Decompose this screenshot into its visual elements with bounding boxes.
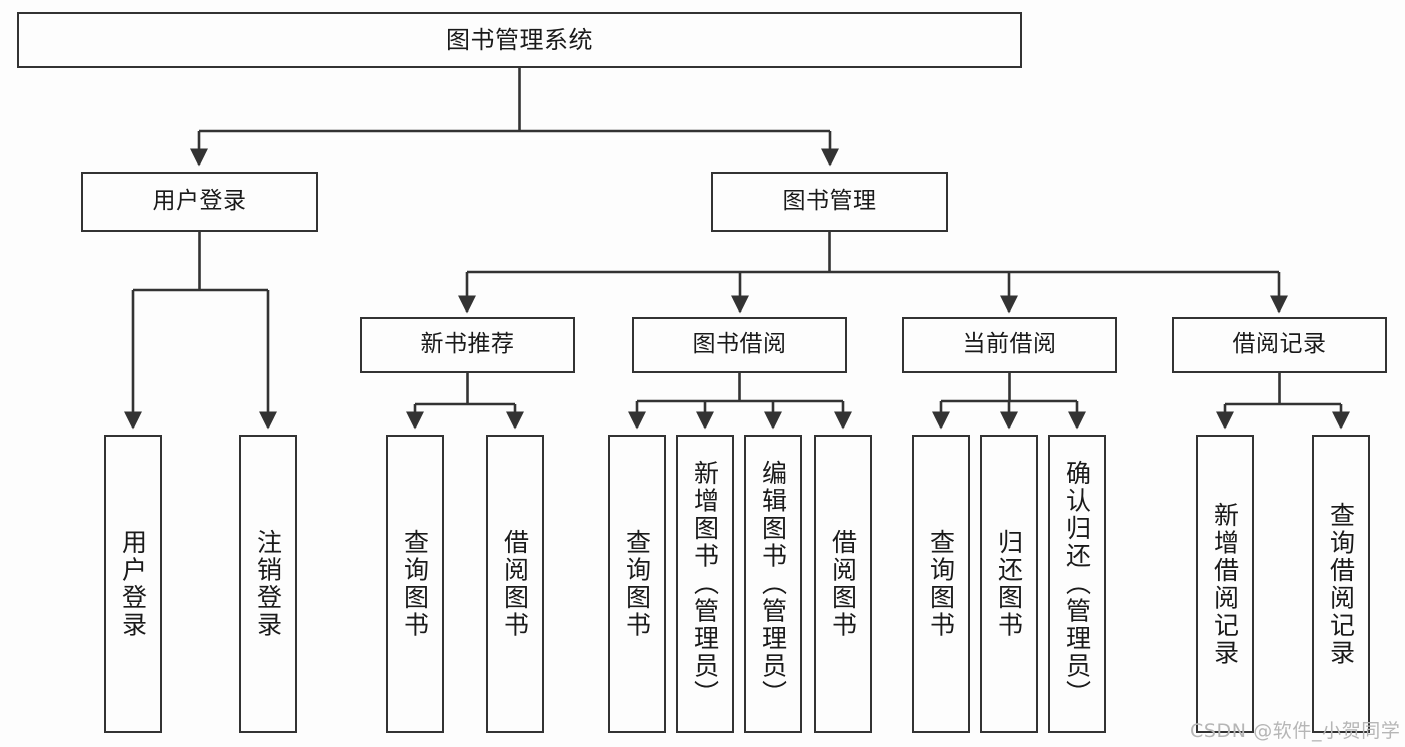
node-label: 借阅图书 [828,529,858,639]
node-label: 编辑图书（管理员） [758,460,788,708]
node-book-borrow[interactable]: 图书借阅 [632,317,847,373]
node-label: 查询借阅记录 [1326,501,1356,667]
node-label: 图书管理 [782,188,877,215]
leaf-record-query-record[interactable]: 查询借阅记录 [1312,435,1370,733]
leaf-borrow-query-book[interactable]: 查询图书 [608,435,666,733]
node-label: 借阅图书 [500,529,530,639]
leaf-record-add-record[interactable]: 新增借阅记录 [1196,435,1254,733]
leaf-borrow-borrow-book[interactable]: 借阅图书 [814,435,872,733]
node-new-book-recommend[interactable]: 新书推荐 [360,317,575,373]
node-label: 用户登录 [152,188,247,215]
node-current-borrow[interactable]: 当前借阅 [902,317,1117,373]
node-label: 查询图书 [400,529,430,639]
watermark-text: CSDN @软件_小贺同学 [1190,720,1401,742]
node-root-system[interactable]: 图书管理系统 [17,12,1022,68]
node-label: 当前借阅 [962,331,1057,358]
leaf-recommend-query-book[interactable]: 查询图书 [386,435,444,733]
node-book-management[interactable]: 图书管理 [711,172,948,232]
node-label: 图书借阅 [692,331,787,358]
leaf-current-confirm-return-admin[interactable]: 确认归还（管理员） [1048,435,1106,733]
node-label: 借阅记录 [1232,331,1327,358]
leaf-user-login-signout[interactable]: 注销登录 [239,435,297,733]
node-label: 图书管理系统 [446,25,593,54]
node-label: 确认归还（管理员） [1062,460,1092,708]
leaf-borrow-add-book-admin[interactable]: 新增图书（管理员） [676,435,734,733]
node-label: 注销登录 [253,529,283,639]
node-label: 新书推荐 [420,331,515,358]
node-borrow-record[interactable]: 借阅记录 [1172,317,1387,373]
node-label: 新增图书（管理员） [690,460,720,708]
node-label: 用户登录 [118,529,148,639]
leaf-borrow-edit-book-admin[interactable]: 编辑图书（管理员） [744,435,802,733]
leaf-current-query-book[interactable]: 查询图书 [912,435,970,733]
node-label: 查询图书 [926,529,956,639]
node-user-login[interactable]: 用户登录 [81,172,318,232]
node-label: 新增借阅记录 [1210,501,1240,667]
leaf-current-return-book[interactable]: 归还图书 [980,435,1038,733]
node-label: 归还图书 [994,529,1024,639]
node-label: 查询图书 [622,529,652,639]
leaf-user-login-signin[interactable]: 用户登录 [104,435,162,733]
leaf-recommend-borrow-book[interactable]: 借阅图书 [486,435,544,733]
